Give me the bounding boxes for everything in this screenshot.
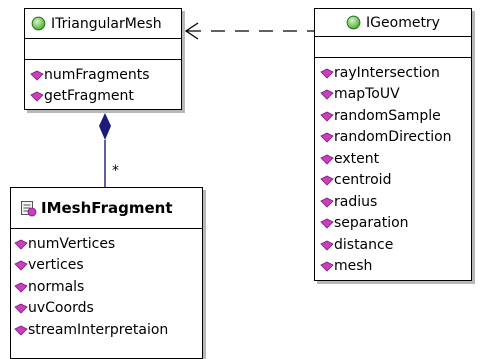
method-diamond-icon bbox=[320, 240, 334, 251]
class-name: ITriangularMesh bbox=[51, 15, 162, 32]
class-box-itriangularmesh[interactable]: ITriangularMesh numFragments getFragment bbox=[24, 8, 182, 110]
method-diamond-icon bbox=[320, 68, 334, 79]
class-header: IGeometry bbox=[315, 9, 471, 36]
method-diamond-icon bbox=[320, 132, 334, 143]
member-label: extent bbox=[334, 150, 380, 167]
member-label: centroid bbox=[334, 172, 392, 189]
member-label: mapToUV bbox=[334, 86, 400, 103]
operation-compartment: numFragments getFragment bbox=[25, 59, 181, 107]
member-item[interactable]: mesh bbox=[320, 256, 471, 278]
member-label: separation bbox=[334, 215, 409, 232]
method-diamond-icon bbox=[30, 70, 44, 81]
class-header: ITriangularMesh bbox=[25, 9, 181, 38]
member-label: normals bbox=[28, 278, 85, 295]
member-label: rayIntersection bbox=[334, 64, 440, 81]
method-diamond-icon bbox=[320, 89, 334, 100]
member-item[interactable]: radius bbox=[320, 191, 471, 213]
member-label: getFragment bbox=[44, 88, 134, 105]
class-box-icon bbox=[21, 200, 37, 216]
member-label: streamInterpretaion bbox=[28, 321, 169, 338]
member-label: distance bbox=[334, 236, 394, 253]
method-diamond-icon bbox=[14, 282, 28, 293]
method-diamond-icon bbox=[14, 303, 28, 314]
member-label: uvCoords bbox=[28, 300, 94, 317]
member-item[interactable]: numVertices bbox=[14, 233, 202, 255]
member-item[interactable]: extent bbox=[320, 148, 471, 170]
method-diamond-icon bbox=[320, 218, 334, 229]
method-diamond-icon bbox=[30, 91, 44, 102]
attribute-compartment bbox=[315, 36, 471, 57]
member-item[interactable]: getFragment bbox=[30, 86, 181, 108]
member-item[interactable]: streamInterpretaion bbox=[14, 319, 202, 341]
member-label: randomDirection bbox=[334, 129, 452, 146]
attribute-compartment bbox=[25, 38, 181, 59]
operation-compartment: numVertices vertices normals uvCoords st… bbox=[11, 228, 202, 341]
relation-lines bbox=[99, 22, 314, 187]
class-name: IMeshFragment bbox=[41, 199, 173, 217]
interface-circle-icon bbox=[31, 16, 46, 31]
member-item[interactable]: distance bbox=[320, 234, 471, 256]
method-diamond-icon bbox=[14, 260, 28, 271]
member-item[interactable]: rayIntersection bbox=[320, 62, 471, 84]
open-arrowhead bbox=[184, 22, 199, 40]
member-item[interactable]: numFragments bbox=[30, 64, 181, 86]
class-header: IMeshFragment bbox=[11, 188, 202, 228]
method-diamond-icon bbox=[14, 325, 28, 336]
member-label: numFragments bbox=[44, 66, 150, 83]
member-item[interactable]: mapToUV bbox=[320, 84, 471, 106]
member-item[interactable]: vertices bbox=[14, 255, 202, 277]
member-item[interactable]: separation bbox=[320, 213, 471, 235]
member-label: vertices bbox=[28, 257, 84, 274]
method-diamond-icon bbox=[320, 175, 334, 186]
class-name: IGeometry bbox=[366, 14, 440, 31]
method-diamond-icon bbox=[320, 261, 334, 272]
member-label: radius bbox=[334, 193, 378, 210]
member-item[interactable]: randomDirection bbox=[320, 127, 471, 149]
method-diamond-icon bbox=[320, 154, 334, 165]
method-diamond-icon bbox=[320, 197, 334, 208]
member-item[interactable]: centroid bbox=[320, 170, 471, 192]
member-label: numVertices bbox=[28, 235, 116, 252]
member-item[interactable]: uvCoords bbox=[14, 298, 202, 320]
method-diamond-icon bbox=[14, 239, 28, 250]
operation-compartment: rayIntersection mapToUV randomSample ran… bbox=[315, 57, 471, 277]
interface-circle-icon bbox=[346, 15, 361, 30]
method-diamond-icon bbox=[320, 111, 334, 122]
class-box-igeometry[interactable]: IGeometry rayIntersection mapToUV random… bbox=[314, 8, 472, 281]
member-item[interactable]: randomSample bbox=[320, 105, 471, 127]
composition-diamond-icon bbox=[99, 113, 111, 140]
member-item[interactable]: normals bbox=[14, 276, 202, 298]
member-label: mesh bbox=[334, 258, 373, 275]
member-label: randomSample bbox=[334, 107, 441, 124]
composition-multiplicity: * bbox=[112, 163, 119, 179]
class-box-imeshfragment[interactable]: IMeshFragment numVertices vertices norma… bbox=[10, 187, 203, 359]
